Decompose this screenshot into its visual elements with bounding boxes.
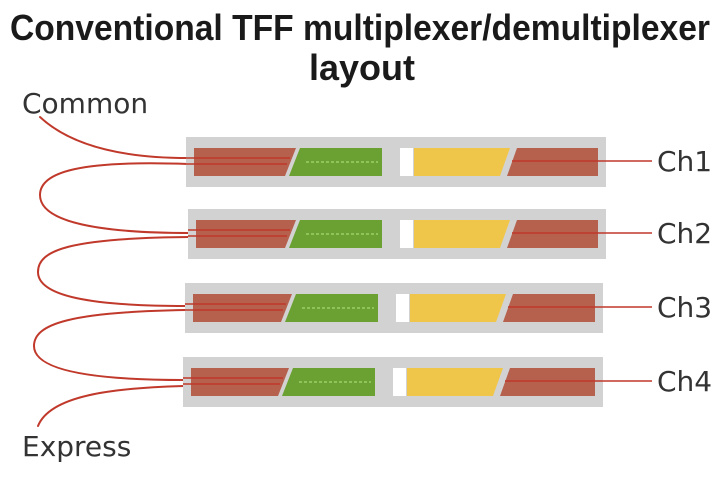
input-collimator — [196, 220, 296, 248]
channel-stage-4: Ch4 — [183, 357, 712, 407]
fiber-common-in — [39, 116, 189, 159]
output-lens — [414, 148, 510, 176]
input-collimator — [194, 148, 296, 176]
title-line-1: Conventional TFF multiplexer/demultiplex… — [10, 7, 710, 48]
channel-stage-2: Ch2 — [188, 209, 712, 259]
air-gap — [400, 148, 413, 176]
air-gap — [393, 368, 406, 396]
output-collimator — [507, 148, 598, 176]
express-label: Express — [22, 430, 131, 463]
output-collimator — [507, 220, 598, 248]
thin-film-filter — [285, 294, 378, 322]
common-label: Common — [22, 87, 148, 120]
output-collimator — [500, 368, 595, 396]
channel-label-4: Ch4 — [657, 365, 712, 398]
channel-stage-1: Ch1 — [186, 137, 712, 187]
fiber-loop-3-4 — [32, 309, 187, 381]
input-collimator — [193, 294, 292, 322]
thin-film-filter — [282, 368, 375, 396]
channel-label-2: Ch2 — [657, 217, 712, 250]
output-lens — [407, 368, 503, 396]
output-collimator — [503, 294, 595, 322]
channel-label-1: Ch1 — [657, 145, 712, 178]
thin-film-filter — [289, 148, 382, 176]
input-collimator — [191, 368, 289, 396]
output-lens — [410, 294, 506, 322]
air-gap — [396, 294, 409, 322]
fiber-express-out — [37, 385, 185, 427]
routing-fiber — [32, 116, 191, 427]
air-gap — [400, 220, 413, 248]
channel-label-3: Ch3 — [657, 291, 712, 324]
fiber-loop-2-3 — [36, 236, 191, 307]
fiber-loop-1-2 — [38, 162, 191, 234]
title-line-2: layout — [309, 47, 415, 88]
thin-film-filter — [289, 220, 382, 248]
output-lens — [414, 220, 510, 248]
channel-stage-3: Ch3 — [185, 283, 712, 333]
